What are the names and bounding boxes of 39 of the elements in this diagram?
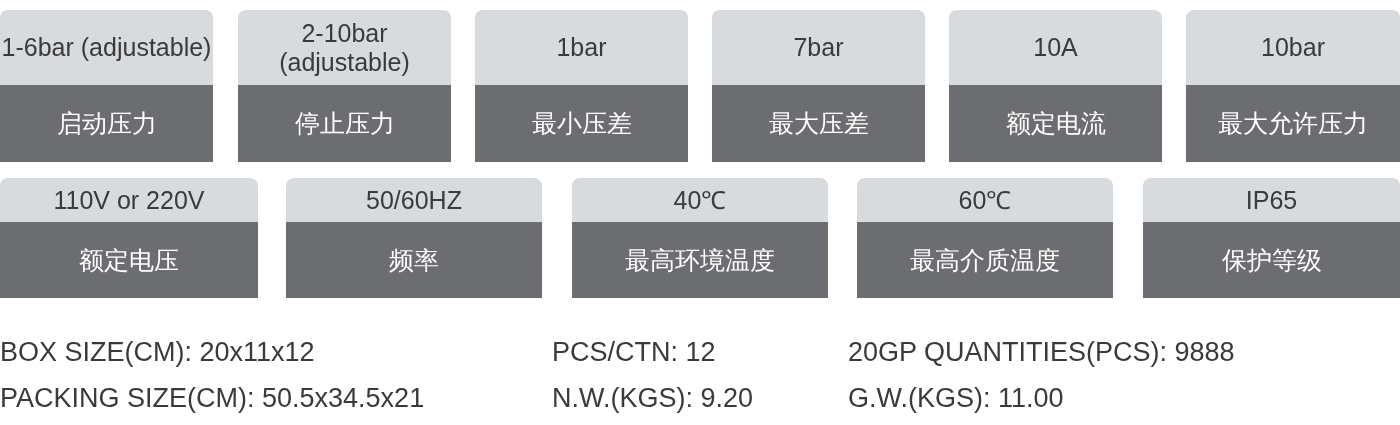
spec-value: 40℃ bbox=[572, 178, 828, 222]
spec-value: 2-10bar (adjustable) bbox=[238, 10, 451, 85]
spec-text: BOX SIZE(CM): 20x11x12 bbox=[0, 337, 315, 368]
spec-card bbox=[712, 10, 925, 162]
spec-value: 7bar bbox=[712, 10, 925, 85]
spec-text: PCS/CTN: 12 bbox=[552, 337, 716, 368]
spec-card bbox=[1186, 10, 1400, 162]
spec-card bbox=[1143, 178, 1400, 298]
spec-value: IP65 bbox=[1143, 178, 1400, 222]
spec-text: N.W.(KGS): 9.20 bbox=[552, 383, 754, 414]
spec-label: 保护等级 bbox=[1143, 222, 1400, 298]
spec-card bbox=[0, 178, 258, 298]
spec-card bbox=[0, 10, 213, 162]
spec-label: 最高介质温度 bbox=[857, 222, 1113, 298]
spec-label: 频率 bbox=[286, 222, 542, 298]
spec-card bbox=[475, 10, 688, 162]
spec-label: 最大允许压力 bbox=[1186, 85, 1400, 162]
spec-value: 110V or 220V bbox=[0, 178, 258, 222]
spec-card bbox=[238, 10, 451, 162]
spec-label: 最小压差 bbox=[475, 85, 688, 162]
spec-value: 10A bbox=[949, 10, 1162, 85]
spec-label: 最高环境温度 bbox=[572, 222, 828, 298]
spec-text: G.W.(KGS): 11.00 bbox=[848, 383, 1064, 414]
spec-value: 1-6bar (adjustable) bbox=[0, 10, 213, 85]
spec-card bbox=[286, 178, 542, 298]
spec-label: 额定电流 bbox=[949, 85, 1162, 162]
spec-label: 停止压力 bbox=[238, 85, 451, 162]
spec-text: 20GP QUANTITIES(PCS): 9888 bbox=[848, 337, 1235, 368]
spec-card bbox=[857, 178, 1113, 298]
spec-value: 10bar bbox=[1186, 10, 1400, 85]
spec-card bbox=[572, 178, 828, 298]
spec-value: 1bar bbox=[475, 10, 688, 85]
spec-label: 启动压力 bbox=[0, 85, 213, 162]
spec-text: PACKING SIZE(CM): 50.5x34.5x21 bbox=[0, 383, 425, 414]
spec-value: 50/60HZ bbox=[286, 178, 542, 222]
spec-label: 最大压差 bbox=[712, 85, 925, 162]
spec-label: 额定电压 bbox=[0, 222, 258, 298]
spec-value: 60℃ bbox=[857, 178, 1113, 222]
spec-card bbox=[949, 10, 1162, 162]
